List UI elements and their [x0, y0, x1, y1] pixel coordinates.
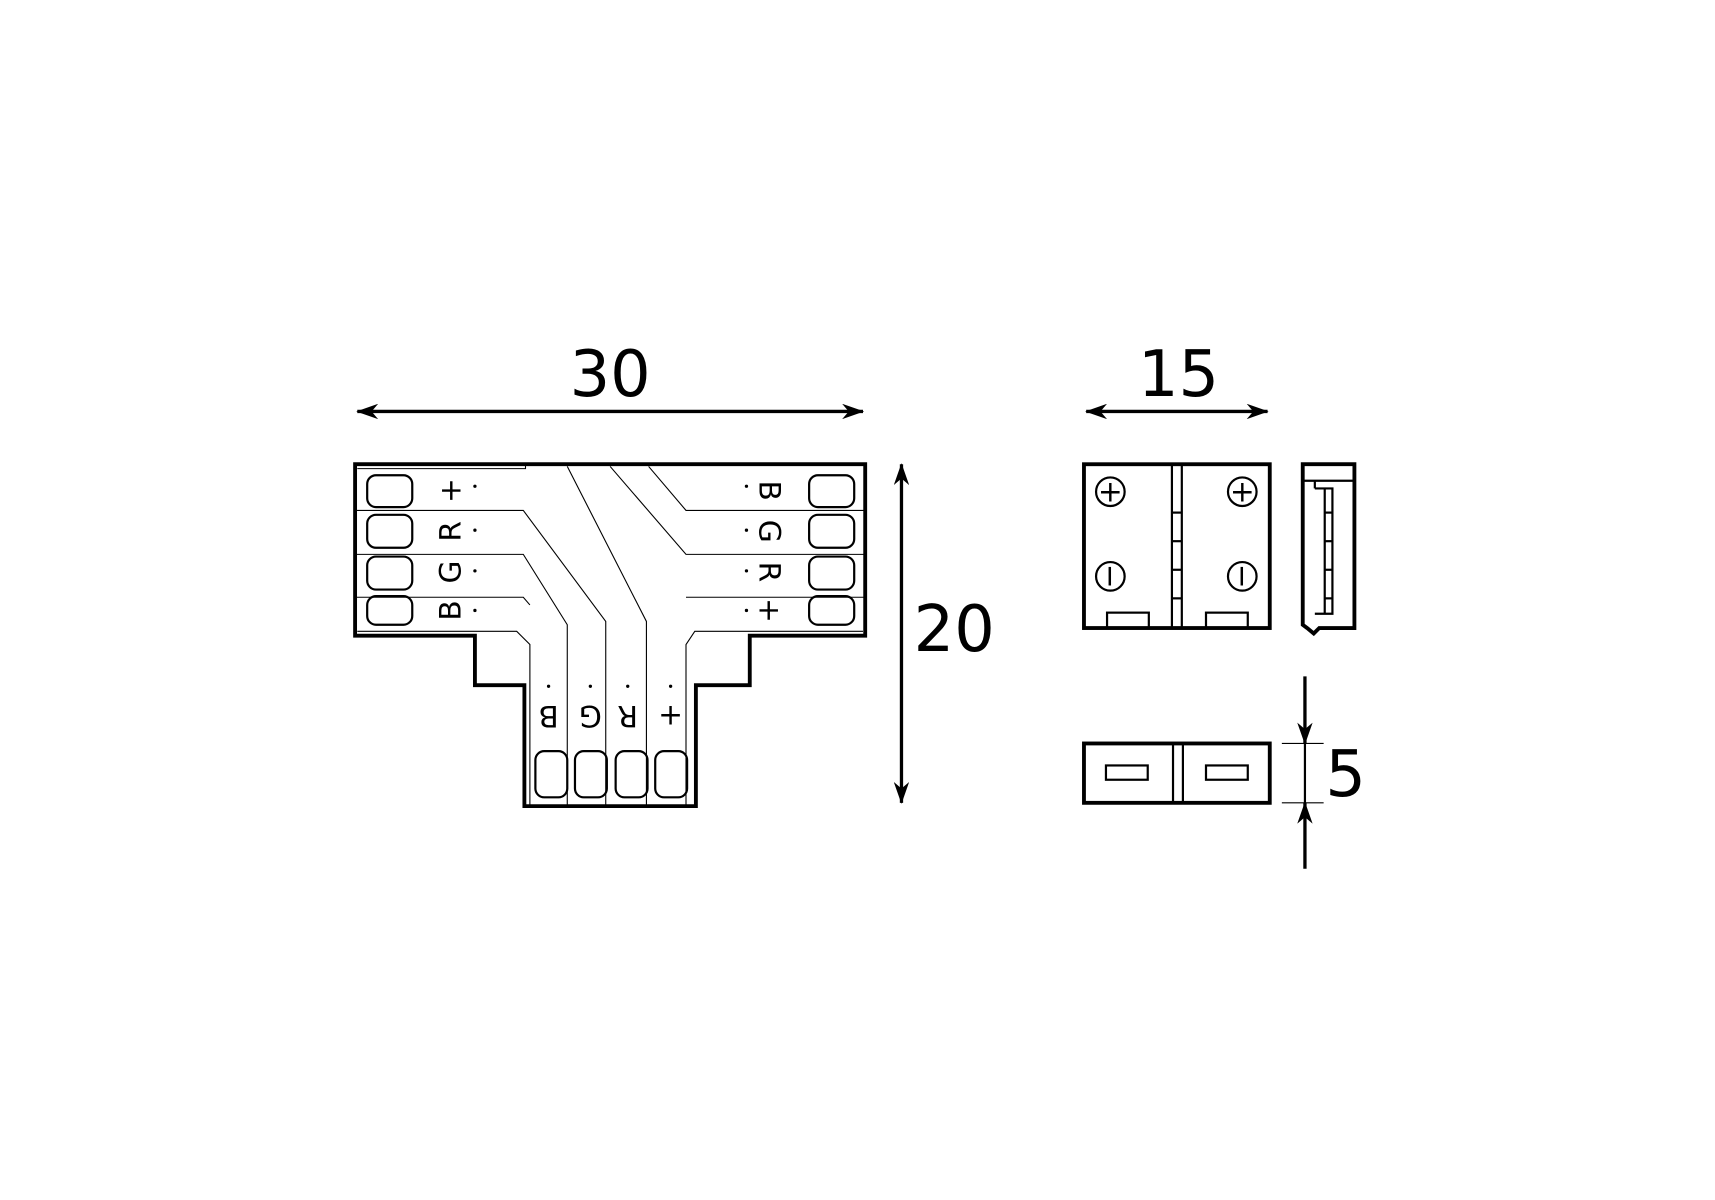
positive-sign: +: [1230, 474, 1255, 509]
clip-width-value: 15: [1138, 338, 1219, 412]
clip-thickness-value: 5: [1325, 738, 1366, 812]
bottom-pads: [534, 750, 689, 799]
clip-thickness-dimension-5: 5: [1281, 676, 1366, 869]
left-pads: [366, 474, 414, 626]
label-left-b: B: [433, 600, 468, 620]
label-left-g: G: [433, 560, 468, 583]
height-value: 20: [914, 593, 995, 667]
width-value: 30: [570, 338, 651, 412]
left-labels: + R G B: [433, 478, 477, 621]
label-bottom-plus: +: [658, 699, 683, 734]
right-pads: [808, 474, 856, 626]
label-left-r: R: [433, 521, 468, 542]
positive-symbol-right: +: [1226, 474, 1258, 509]
width-dimension-30: 30: [356, 338, 865, 420]
label-right-r: R: [753, 562, 788, 583]
label-right-g: G: [753, 520, 788, 543]
label-bottom-g: G: [579, 699, 602, 734]
label-right-plus: +: [753, 598, 788, 623]
label-bottom-r: R: [617, 699, 638, 734]
bottom-labels: B G R +: [538, 684, 683, 734]
right-labels: B G R +: [744, 480, 788, 623]
label-bottom-b: B: [538, 699, 558, 734]
label-left-plus: +: [433, 478, 468, 503]
clip-top-view: + + − −: [1082, 462, 1272, 630]
clip-front-view: [1082, 741, 1272, 805]
tee-connector-pcb: + R G B B G R + B G R +: [353, 462, 868, 809]
positive-symbol-left: +: [1094, 474, 1126, 509]
negative-symbol-right: −: [1225, 560, 1260, 592]
clip-side-view: [1300, 462, 1357, 637]
clip-width-dimension-15: 15: [1085, 338, 1269, 420]
negative-sign: −: [1225, 564, 1260, 589]
positive-sign: +: [1098, 474, 1123, 509]
negative-symbol-left: −: [1093, 560, 1128, 592]
height-dimension-20: 20: [893, 463, 995, 804]
label-right-b: B: [753, 480, 788, 500]
negative-sign: −: [1093, 564, 1128, 589]
